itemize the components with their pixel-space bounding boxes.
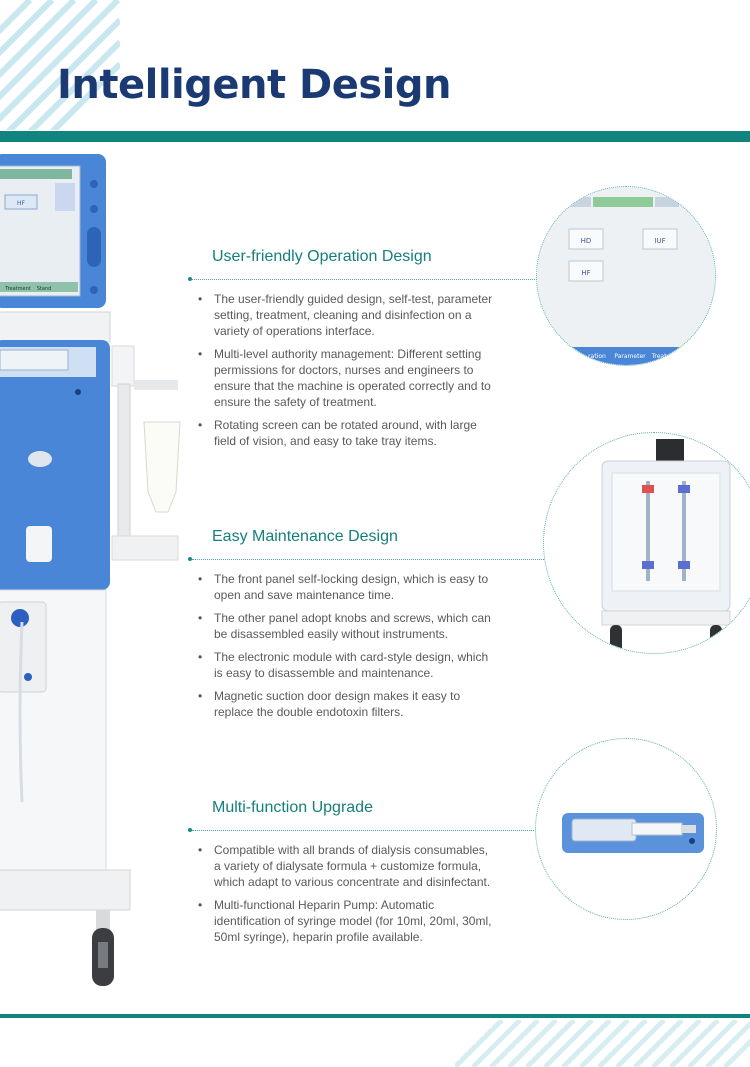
screen-button-label: HF <box>17 200 26 207</box>
bullet-item: Multi-level authority management: Differ… <box>198 346 498 410</box>
decorative-stripes <box>455 1020 750 1067</box>
screen-tab-label: Treat <box>651 353 667 360</box>
screen-tab-label: Stand <box>37 286 52 292</box>
header-divider <box>0 131 750 142</box>
section-divider <box>192 279 537 280</box>
section-title-upgrade: Multi-function Upgrade <box>212 799 373 816</box>
screen-tab-label: ration <box>588 353 606 360</box>
bullet-item: The user-friendly guided design, self-te… <box>198 291 498 339</box>
heparin-pump-image <box>535 738 717 920</box>
bullet-item: Compatible with all brands of dialysis c… <box>198 842 498 890</box>
section-title-operation: User-friendly Operation Design <box>212 248 432 265</box>
bullet-item: The other panel adopt knobs and screws, … <box>198 610 498 642</box>
screen-button-label: HF <box>581 269 590 277</box>
dialysis-machine-image: HF Treatment Stand <box>0 154 181 986</box>
section-divider <box>192 559 546 560</box>
section-marker <box>188 557 192 561</box>
screen-tab-label: Parameter <box>614 353 646 360</box>
rear-panel-image <box>543 432 750 654</box>
section-marker <box>188 277 192 281</box>
bullet-item: The front panel self-locking design, whi… <box>198 571 498 603</box>
page-title: Intelligent Design <box>57 62 452 108</box>
section-divider <box>192 830 536 831</box>
screen-button-label: IUF <box>654 237 665 245</box>
bullet-item: Magnetic suction door design makes it ea… <box>198 688 498 720</box>
decorative-stripes <box>0 0 120 130</box>
footer-divider <box>0 1014 750 1018</box>
touchscreen-closeup-image: HD IUF HF ration Parameter Treat <box>536 186 716 366</box>
screen-tab-label: Treatment <box>4 286 30 292</box>
section-title-maintenance: Easy Maintenance Design <box>212 528 398 545</box>
upgrade-bullet-list: Compatible with all brands of dialysis c… <box>198 842 498 952</box>
bullet-item: Rotating screen can be rotated around, w… <box>198 417 498 449</box>
bullet-item: The electronic module with card-style de… <box>198 649 498 681</box>
section-marker <box>188 828 192 832</box>
maintenance-bullet-list: The front panel self-locking design, whi… <box>198 571 498 727</box>
bullet-item: Multi-functional Heparin Pump: Automatic… <box>198 897 498 945</box>
operation-bullet-list: The user-friendly guided design, self-te… <box>198 291 498 456</box>
screen-button-label: HD <box>581 237 592 245</box>
